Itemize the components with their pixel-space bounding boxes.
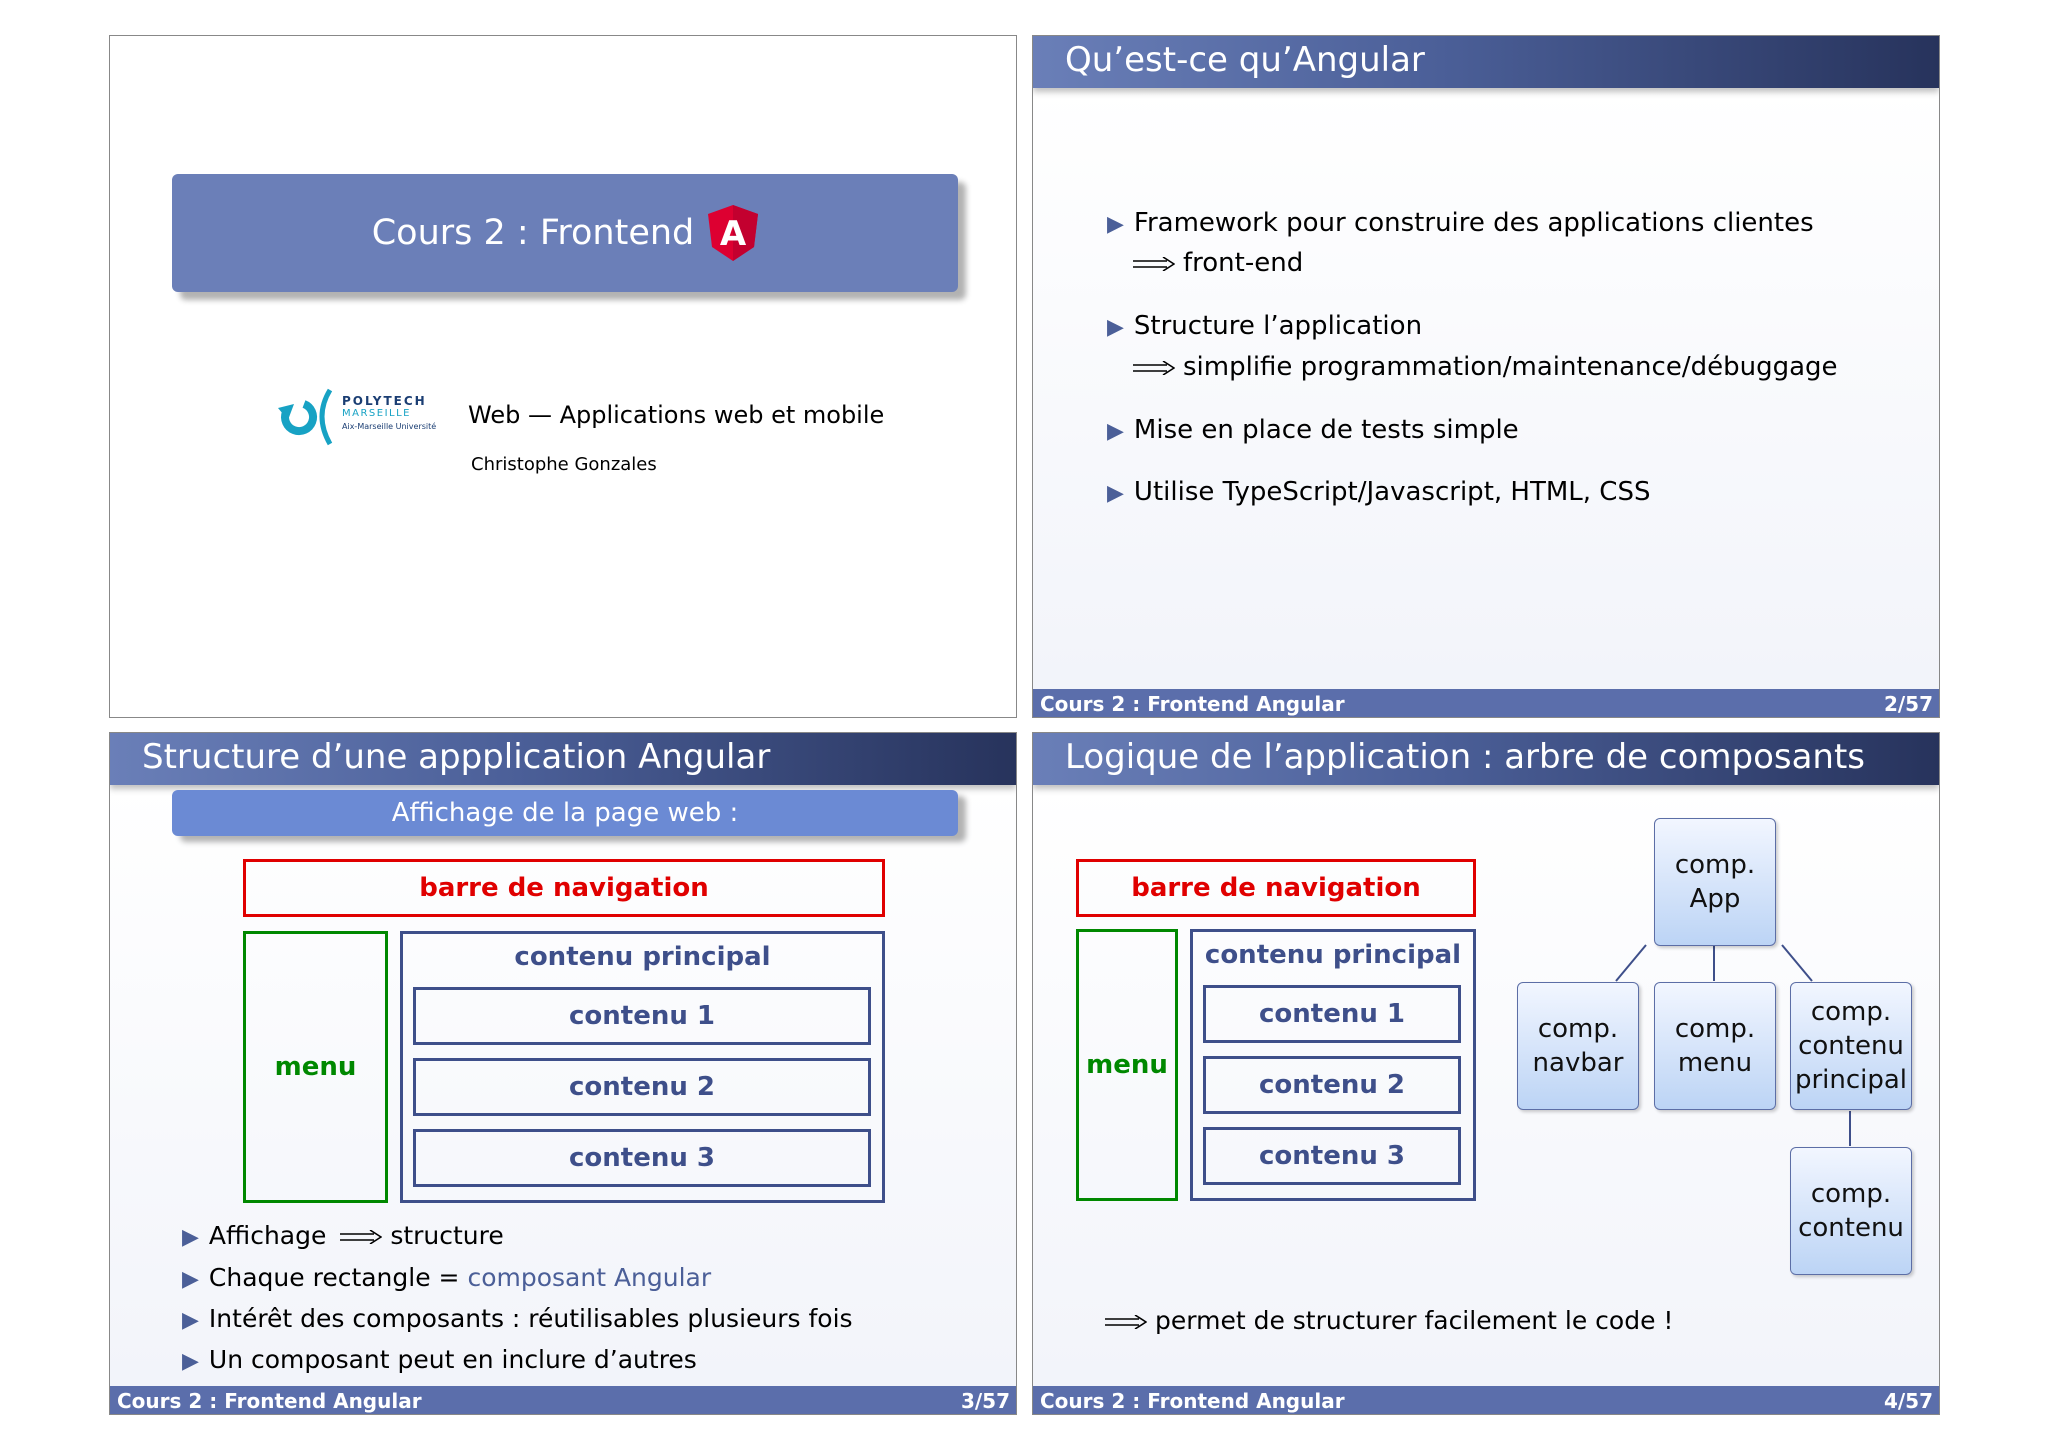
slide-header: Qu’est-ce qu’Angular bbox=[1033, 36, 1939, 88]
bullet-3: ▶Intérêt des composants : réutilisables … bbox=[182, 1304, 853, 1333]
footer-title: Cours 2 : Frontend Angular bbox=[1040, 1389, 1345, 1413]
navbar-rect: barre de navigation bbox=[243, 859, 885, 917]
slide-title: Structure d’une appplication Angular bbox=[142, 737, 771, 777]
menu-rect: menu bbox=[243, 931, 388, 1203]
title-box: Cours 2 : Frontend A bbox=[172, 174, 958, 292]
main-content-rect: contenu principal bbox=[400, 931, 885, 1203]
navbar-rect: barre de navigation bbox=[1076, 859, 1476, 917]
polytech-text: POLYTECH bbox=[342, 394, 427, 408]
bullet-4: ▶Utilise TypeScript/Javascript, HTML, CS… bbox=[1107, 477, 1651, 507]
slide-1: Cours 2 : Frontend A POLYTECH MARSEILLE … bbox=[109, 35, 1017, 718]
slide-footer: Cours 2 : Frontend Angular 2/57 bbox=[1033, 689, 1939, 717]
angular-logo-icon: A bbox=[708, 205, 759, 261]
implies-arrow-icon bbox=[1105, 1315, 1147, 1329]
polytech-logo-icon bbox=[278, 388, 333, 446]
content-2-rect: contenu 2 bbox=[413, 1058, 871, 1116]
content-1-rect: contenu 1 bbox=[1203, 985, 1461, 1043]
course-name: Web — Applications web et mobile bbox=[468, 401, 885, 429]
bullet-triangle-icon: ▶ bbox=[182, 1225, 199, 1250]
implies-arrow-icon bbox=[1133, 256, 1175, 271]
bullet-triangle-icon: ▶ bbox=[1107, 419, 1124, 444]
bullet-1: ▶Affichage structure bbox=[182, 1221, 504, 1250]
marseille-text: MARSEILLE bbox=[342, 408, 411, 419]
slide-header: Logique de l’application : arbre de comp… bbox=[1033, 733, 1939, 785]
main-content-label: contenu principal bbox=[1204, 940, 1462, 970]
node-comp-navbar: comp.navbar bbox=[1517, 982, 1639, 1110]
bullet-2: ▶Chaque rectangle = composant Angular bbox=[182, 1263, 712, 1292]
slide-header: Structure d’une appplication Angular bbox=[110, 733, 1016, 785]
main-content-label: contenu principal bbox=[514, 942, 771, 972]
content-3-rect: contenu 3 bbox=[413, 1129, 871, 1187]
university-text: Aix-Marseille Université bbox=[342, 422, 437, 431]
main-content-rect: contenu principal bbox=[1190, 929, 1476, 1201]
node-comp-content: comp.contenu bbox=[1790, 1147, 1912, 1275]
composant-highlight: composant Angular bbox=[467, 1263, 712, 1292]
menu-rect: menu bbox=[1076, 929, 1178, 1201]
conclusion: permet de structurer facilement le code … bbox=[1105, 1306, 1673, 1335]
slide-3: Structure d’une appplication Angular Aff… bbox=[109, 732, 1017, 1415]
page-number: 3/57 bbox=[960, 1389, 1010, 1413]
bullet-2: ▶Structure l’application bbox=[1107, 311, 1423, 341]
node-comp-menu: comp.menu bbox=[1654, 982, 1776, 1110]
slide-title: Logique de l’application : arbre de comp… bbox=[1065, 737, 1866, 777]
content-2-rect: contenu 2 bbox=[1203, 1056, 1461, 1114]
content-3-rect: contenu 3 bbox=[1203, 1127, 1461, 1185]
bullet-triangle-icon: ▶ bbox=[1107, 212, 1124, 237]
bullet-4: ▶Un composant peut en inclure d’autres bbox=[182, 1345, 697, 1374]
slide-2: Qu’est-ce qu’Angular ▶Framework pour con… bbox=[1032, 35, 1940, 718]
node-comp-app: comp.App bbox=[1654, 818, 1776, 946]
bullet-triangle-icon: ▶ bbox=[182, 1349, 199, 1374]
bullet-2-sub: simplifie programmation/maintenance/débu… bbox=[1133, 352, 1838, 382]
implies-arrow-icon bbox=[1133, 360, 1175, 375]
bullet-1: ▶Framework pour construire des applicati… bbox=[1107, 208, 1814, 238]
bullet-1-sub: front-end bbox=[1133, 248, 1303, 278]
bullet-triangle-icon: ▶ bbox=[182, 1267, 199, 1292]
footer-title: Cours 2 : Frontend Angular bbox=[1040, 692, 1345, 716]
subtitle-box: Affichage de la page web : bbox=[172, 790, 958, 836]
slide-title: Cours 2 : Frontend bbox=[371, 213, 695, 253]
slide-title: Qu’est-ce qu’Angular bbox=[1065, 40, 1425, 80]
slide-4: Logique de l’application : arbre de comp… bbox=[1032, 732, 1940, 1415]
svg-text:A: A bbox=[720, 214, 747, 254]
bullet-triangle-icon: ▶ bbox=[1107, 315, 1124, 340]
content-1-rect: contenu 1 bbox=[413, 987, 871, 1045]
page-number: 4/57 bbox=[1883, 1389, 1933, 1413]
footer-title: Cours 2 : Frontend Angular bbox=[117, 1389, 422, 1413]
page-number: 2/57 bbox=[1883, 692, 1933, 716]
bullet-3: ▶Mise en place de tests simple bbox=[1107, 415, 1519, 445]
slide-footer: Cours 2 : Frontend Angular 4/57 bbox=[1033, 1386, 1939, 1414]
bullet-triangle-icon: ▶ bbox=[182, 1308, 199, 1333]
implies-arrow-icon bbox=[340, 1230, 383, 1244]
slide-footer: Cours 2 : Frontend Angular 3/57 bbox=[110, 1386, 1016, 1414]
bullet-triangle-icon: ▶ bbox=[1107, 481, 1124, 506]
tree-edges bbox=[1615, 944, 1851, 1146]
polytech-logo: POLYTECH MARSEILLE Aix-Marseille Univers… bbox=[274, 386, 459, 448]
author-name: Christophe Gonzales bbox=[471, 454, 657, 475]
